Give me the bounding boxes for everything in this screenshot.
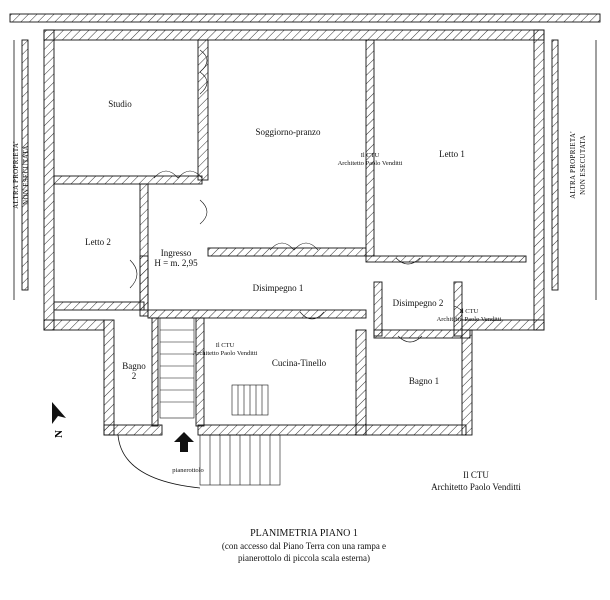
side-pilasters — [13, 39, 597, 300]
room-letto1: Letto 1 — [439, 149, 465, 159]
kitchen-stair — [231, 384, 269, 416]
room-studio: Studio — [108, 99, 132, 109]
right-side-label-line1: ALTRA PROPRIETA' — [569, 131, 577, 199]
stamp-arch-3: Architetto Paolo Venditti — [437, 316, 502, 323]
stamp-arch-1: Architetto Paolo Venditti — [338, 160, 403, 167]
stamp-arch-2: Architetto Paolo Venditti — [193, 350, 258, 357]
room-bagno2-line1: Bagno — [122, 361, 146, 371]
outer-walls — [43, 29, 545, 436]
caption-title: PLANIMETRIA PIANO 1 — [250, 528, 358, 539]
signature-ctu: Il CTU — [463, 470, 489, 480]
room-bagno2-line2: 2 — [132, 371, 137, 381]
doors — [129, 49, 463, 343]
room-disimpegno1: Disimpegno 1 — [253, 283, 304, 293]
room-cucina: Cucina-Tinello — [272, 358, 327, 368]
interior-walls — [53, 39, 527, 427]
stair — [159, 317, 195, 419]
north-arrow-icon — [52, 402, 66, 424]
external-stair — [117, 434, 281, 489]
left-side-label-line1: ALTRA PROPRIETA' — [12, 141, 20, 209]
room-letto2: Letto 2 — [85, 237, 111, 247]
top-boundary — [9, 13, 601, 23]
room-bagno1: Bagno 1 — [409, 376, 439, 386]
room-disimpegno2: Disimpegno 2 — [393, 298, 444, 308]
room-ingresso-height: H = m. 2,95 — [154, 258, 198, 268]
landing-label: pianerottolo — [172, 467, 203, 474]
room-soggiorno: Soggiorno-pranzo — [256, 127, 321, 137]
right-side-label-line2: NON ESECUTATA — [579, 135, 587, 195]
stamp-ctu-3: Il CTU — [460, 308, 479, 315]
caption-line3: pianerottolo di piccola scala esterna) — [238, 553, 370, 563]
stamp-ctu-2: Il CTU — [216, 342, 235, 349]
caption-line2: (con accesso dal Piano Terra con una ram… — [222, 541, 386, 551]
room-ingresso: Ingresso — [161, 248, 192, 258]
entrance-arrow-icon — [174, 432, 194, 452]
stamp-ctu-1: Il CTU — [361, 152, 380, 159]
left-side-label-line2: NON ESECUTATA — [22, 145, 30, 205]
north-label: N — [53, 430, 65, 438]
signature-architect: Architetto Paolo Venditti — [431, 482, 521, 492]
